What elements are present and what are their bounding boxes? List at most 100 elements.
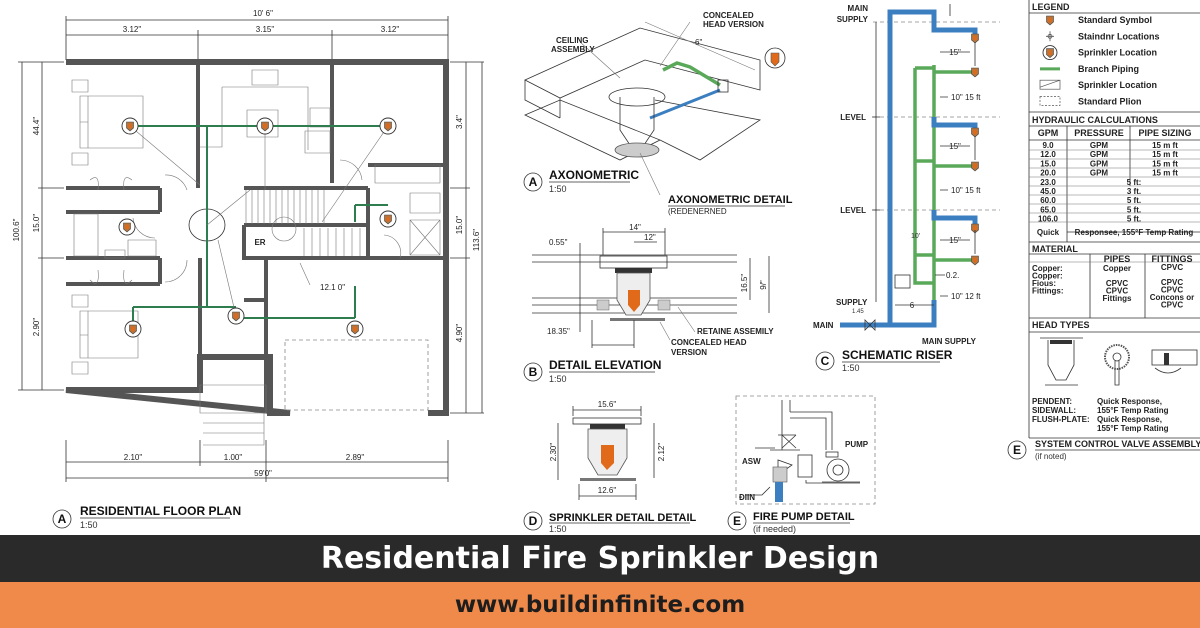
elev-dim-height-b: 9/" <box>759 280 768 290</box>
pipe-callout: 12.1 0" <box>320 283 345 292</box>
ceiling-label-1: CEILING <box>556 36 588 45</box>
sprinkler-head-icon <box>346 320 364 338</box>
pipe-sizing-cell: 5 ft. <box>1127 215 1141 224</box>
riser-dim-3: 10" 12 ft <box>951 292 981 301</box>
riser-base-dim: 6 <box>910 301 915 310</box>
legend-item-label: Staindnr Locations <box>1078 31 1160 41</box>
sprinkler-head-icon <box>971 67 979 78</box>
sprinkler-head-icon <box>1046 15 1054 26</box>
sprinkler-head-icon <box>121 117 139 135</box>
dim-left-3: 2.90" <box>32 318 41 337</box>
riser-badge: C <box>821 354 830 368</box>
page-title: Residential Fire Sprinkler Design <box>320 541 880 576</box>
legend-title: LEGEND <box>1032 2 1070 12</box>
riser-main-supply-label: MAIN SUPPLY <box>922 337 977 346</box>
sprinkler-head-icon <box>971 161 979 172</box>
spr-dim-left: 2.30" <box>549 443 558 462</box>
axo-dim: 6" <box>695 38 702 47</box>
material-pipe: CPVC <box>1106 279 1128 288</box>
legend-item-label: Standard Symbol <box>1078 15 1152 25</box>
floor-plan-sprinklers <box>118 117 397 338</box>
gpm-cell: 9.0 <box>1042 141 1054 150</box>
legend-item: Staindnr Locations <box>1046 31 1160 42</box>
riser-scale: 1:50 <box>842 363 860 373</box>
sprinkler-head-icon <box>971 33 979 44</box>
head-type-description: 155°F Temp Rating <box>1097 406 1169 415</box>
pipe-sizing-cell: 5 ft: <box>1127 178 1142 187</box>
riser-dim-2: 10" 15 ft <box>951 186 981 195</box>
material-header-fittings: FITTINGS <box>1152 254 1193 264</box>
gpm-cell: 23.0 <box>1040 178 1056 187</box>
elev-concealed-1: CONCEALED HEAD <box>671 338 747 347</box>
sprinkler-head-icon <box>379 210 397 228</box>
fire-pump-detail: PUMP ASW ĐIIN E FIRE PUMP DETAIL (if nee… <box>727 395 876 534</box>
elev-dim-width: 14" <box>629 223 641 232</box>
dim-left-overall: 100.6" <box>12 218 21 241</box>
spr-badge: D <box>529 514 538 528</box>
head-type-icons <box>1040 337 1198 386</box>
sprinkler-head-icon <box>227 307 245 325</box>
riser-level-1: LEVEL <box>840 113 866 122</box>
head-type-name: SIDEWALL: <box>1032 406 1076 415</box>
valve-sub: (if noted) <box>1035 452 1067 461</box>
material-fitting: CPVC <box>1161 301 1183 310</box>
pipe-sizing-cell: 15 m ft <box>1152 169 1178 178</box>
spr-dim-top: 15.6" <box>598 400 617 409</box>
gpm-cell: 60.0 <box>1040 196 1056 205</box>
dim-left-1: 44.4" <box>32 117 41 136</box>
pipe-sizing-cell: 15 m ft <box>1152 150 1178 159</box>
dim-top-3: 3.12" <box>381 25 400 34</box>
dim-right-overall: 113.6" <box>472 229 481 251</box>
pump-label: PUMP <box>845 440 869 449</box>
detail-elevation: 14" 12" 0.55" 18.35" 16.5" 9/" RETAINE A… <box>523 223 774 384</box>
gpm-cell: 12.0 <box>1040 150 1056 159</box>
material-label: Copper: <box>1032 264 1063 273</box>
elev-dim-inner: 12" <box>644 233 656 242</box>
crosshair-icon <box>1046 31 1054 42</box>
pump-title: FIRE PUMP DETAIL <box>753 511 855 523</box>
legend-item-label: Standard Plion <box>1078 97 1142 107</box>
elev-title: DETAIL ELEVATION <box>549 358 661 372</box>
sprinkler-head-icon <box>971 127 979 138</box>
url-banner: www.buildinfinite.com <box>0 582 1200 628</box>
riser-level-2: LEVEL <box>840 206 866 215</box>
sprinkler-detail: 15.6" 2.30" 2.12" 12.6" D SPRINKLER DETA… <box>523 400 697 534</box>
gpm-cell: 65.0 <box>1040 205 1056 214</box>
riser-supply-label: SUPPLY <box>836 298 868 307</box>
elev-concealed-2: VERSION <box>671 348 707 357</box>
gpm-cell: 20.0 <box>1040 169 1056 178</box>
plan-badge: A <box>58 512 67 526</box>
pipe-sizing-cell: 15 m ft <box>1152 141 1178 150</box>
dim-top-2: 3.15" <box>256 25 275 34</box>
head-type-name: FLUSH-PLATE: <box>1032 415 1090 424</box>
pump-sub: (if needed) <box>753 524 796 534</box>
dim-right-2: 15.0" <box>455 216 464 235</box>
drawing-sheet: 10' 6" 3.12" 3.15" 3.12" 100.6" 44.4" 15… <box>12 0 1200 534</box>
sprinkler-head-icon <box>379 117 397 135</box>
sprinkler-head-icon <box>118 218 136 236</box>
material-label: Copper: <box>1032 272 1063 281</box>
head-types-title: HEAD TYPES <box>1032 320 1090 330</box>
pipe-sizing-cell: 15 m ft <box>1152 159 1178 168</box>
spr-dim-bottom: 12.6" <box>598 486 617 495</box>
drain-label: ĐIIN <box>739 493 755 502</box>
material-fitting: CPVC <box>1161 286 1183 295</box>
retainer-label: RETAINE ASSEMILY <box>697 327 774 336</box>
gpm-cell: 15.0 <box>1040 159 1056 168</box>
pendent-head-icon <box>1040 337 1083 386</box>
riser-branch-dim-1: 15" <box>949 48 961 57</box>
plan-badge-circle <box>52 509 72 529</box>
pipe-sizing-cell: 3 ft. <box>1127 187 1141 196</box>
valve-badge: E <box>1013 443 1021 457</box>
gpm-cell: 106.0 <box>1038 215 1059 224</box>
riser-title: SCHEMATIC RISER <box>842 348 953 362</box>
dim-bottom-3: 2.89" <box>346 453 365 462</box>
pipe-sizing-cell: 5 ft. <box>1127 205 1141 214</box>
riser-branch-dim-2: 15" <box>949 142 961 151</box>
website-link[interactable]: www.buildinfinite.com <box>454 592 746 618</box>
